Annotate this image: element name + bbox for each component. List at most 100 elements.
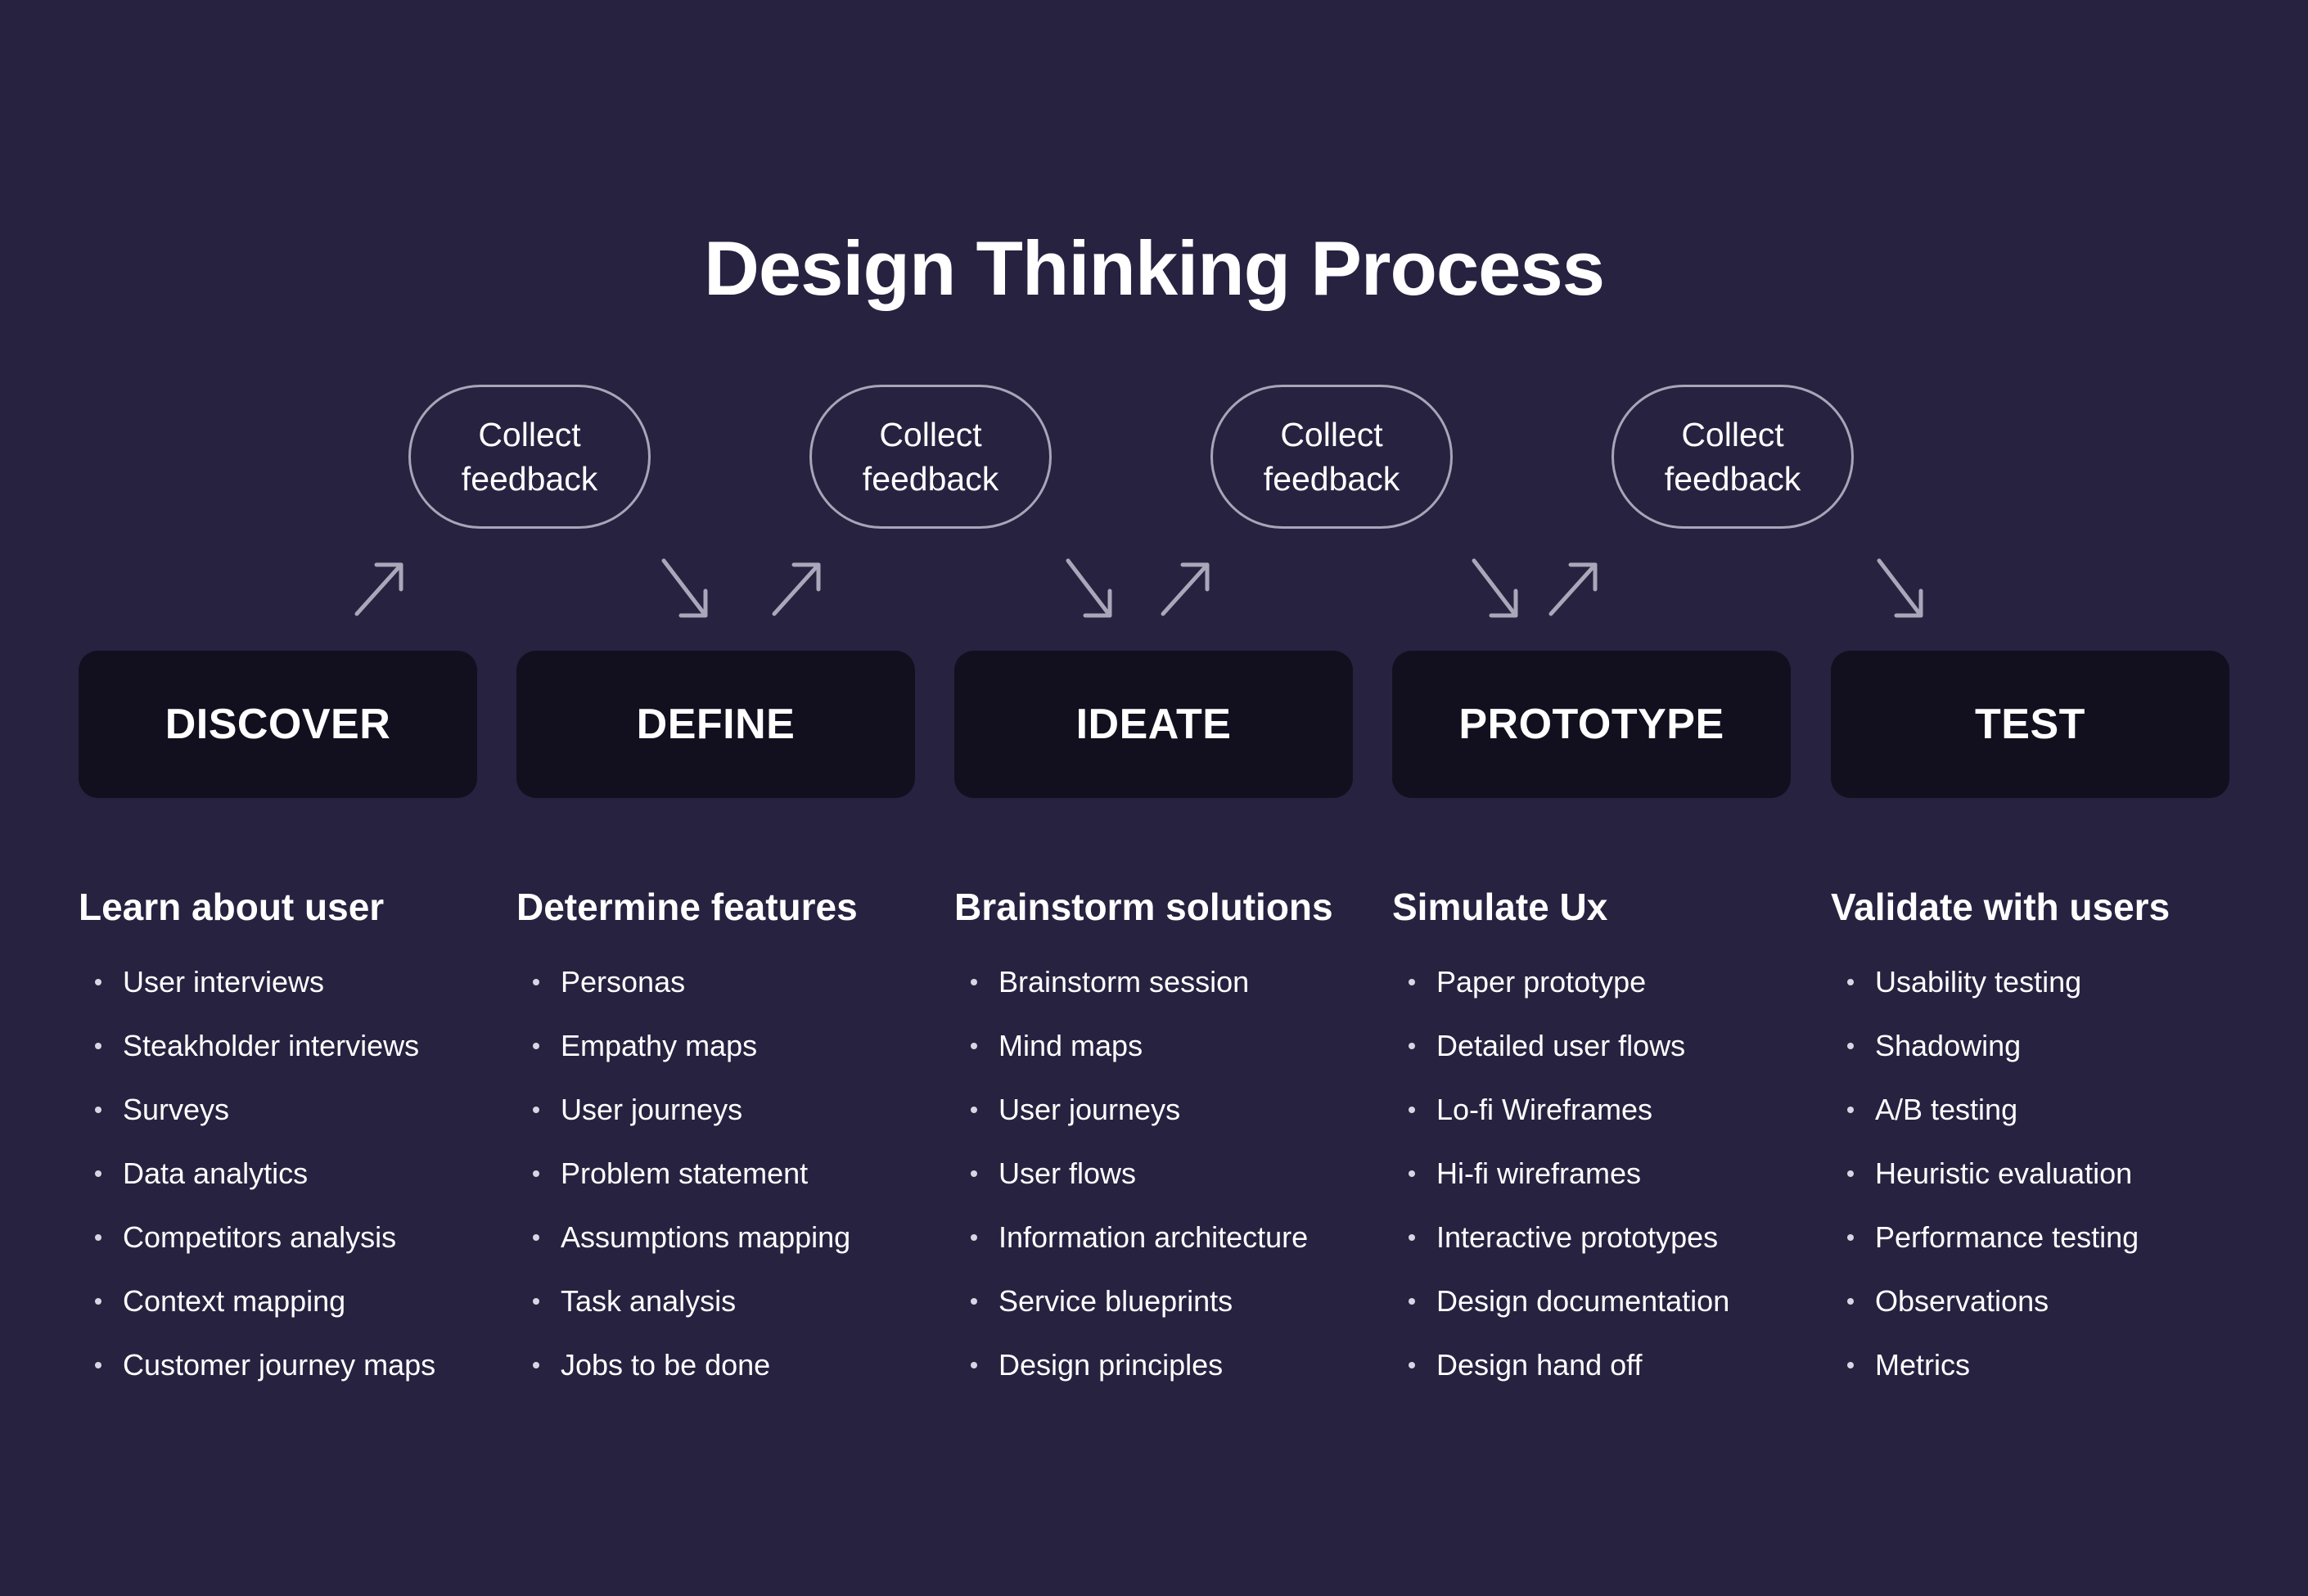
list-item-label: Brainstorm session <box>998 965 1250 999</box>
column-heading: Learn about user <box>79 886 385 928</box>
list-item: Hi-fi wireframes <box>1392 1142 1818 1206</box>
feedback-line-1: Collect <box>1681 416 1784 453</box>
bullet-icon <box>1409 1107 1415 1113</box>
bullet-icon <box>1847 1170 1854 1177</box>
list-item-label: Hi-fi wireframes <box>1436 1156 1642 1190</box>
list-item: A/B testing <box>1831 1078 2256 1142</box>
list-item-label: Observations <box>1875 1284 2049 1318</box>
list-item-label: Metrics <box>1875 1348 1970 1382</box>
column-prototype: Simulate Ux Paper prototype Detailed use… <box>1392 880 1818 1397</box>
arrow-down-right-icon <box>661 558 708 618</box>
list-item: Shadowing <box>1831 1014 2256 1078</box>
arrow-up-right-icon <box>772 562 821 616</box>
bullet-icon <box>971 1234 977 1241</box>
list-item: Lo-fi Wireframes <box>1392 1078 1818 1142</box>
list-item: Steakholder interviews <box>79 1014 504 1078</box>
list-item: Empathy maps <box>516 1014 942 1078</box>
bullet-icon <box>1847 1107 1854 1113</box>
list-item: Surveys <box>79 1078 504 1142</box>
bullet-icon <box>971 1170 977 1177</box>
bullet-icon <box>95 1298 101 1305</box>
list-item-label: Design documentation <box>1436 1284 1730 1318</box>
activity-list: Personas Empathy maps User journeys Prob… <box>516 950 942 1397</box>
list-item-label: Shadowing <box>1875 1029 2022 1062</box>
list-item-label: A/B testing <box>1875 1093 2018 1126</box>
bullet-icon <box>1409 1170 1415 1177</box>
stage-test: TEST <box>1831 651 2229 798</box>
column-define: Determine features Personas Empathy maps… <box>516 880 942 1397</box>
stage-ideate: IDEATE <box>954 651 1353 798</box>
feedback-line-2: feedback <box>1664 460 1801 498</box>
bullet-icon <box>1409 1043 1415 1049</box>
list-item: Performance testing <box>1831 1206 2256 1269</box>
list-item-label: User journeys <box>998 1093 1181 1126</box>
list-item-label: User journeys <box>561 1093 743 1126</box>
list-item: Mind maps <box>954 1014 1380 1078</box>
bullet-icon <box>1847 1043 1854 1049</box>
list-item: Metrics <box>1831 1333 2256 1397</box>
arrow-down-right-icon <box>1066 558 1112 618</box>
bullet-icon <box>533 1298 539 1305</box>
column-ideate: Brainstorm solutions Brainstorm session … <box>954 880 1380 1397</box>
bullet-icon <box>95 1362 101 1368</box>
bullet-icon <box>971 1043 977 1049</box>
feedback-line-1: Collect <box>478 416 581 453</box>
feedback-pill-4: Collect feedback <box>1612 385 1854 529</box>
list-item-label: Customer journey maps <box>123 1348 436 1382</box>
column-test: Validate with users Usability testing Sh… <box>1831 880 2256 1397</box>
bullet-icon <box>971 979 977 985</box>
feedback-line-1: Collect <box>879 416 982 453</box>
list-item: Interactive prototypes <box>1392 1206 1818 1269</box>
list-item: Observations <box>1831 1269 2256 1333</box>
list-item: Personas <box>516 950 942 1014</box>
list-item: Detailed user flows <box>1392 1014 1818 1078</box>
list-item-label: Personas <box>561 965 686 999</box>
list-item-label: Interactive prototypes <box>1436 1220 1719 1254</box>
list-item-label: Performance testing <box>1875 1220 2139 1254</box>
bullet-icon <box>533 1362 539 1368</box>
list-item-label: Information architecture <box>998 1220 1309 1254</box>
list-item: User interviews <box>79 950 504 1014</box>
bullet-icon <box>971 1298 977 1305</box>
list-item-label: User interviews <box>123 965 325 999</box>
list-item-label: Jobs to be done <box>561 1348 771 1382</box>
list-item-label: Problem statement <box>561 1156 809 1190</box>
list-item-label: Steakholder interviews <box>123 1029 420 1062</box>
list-item-label: Heuristic evaluation <box>1875 1156 2133 1190</box>
list-item: Heuristic evaluation <box>1831 1142 2256 1206</box>
list-item-label: Mind maps <box>998 1029 1143 1062</box>
arrow-up-right-icon <box>354 562 403 616</box>
bullet-icon <box>95 1107 101 1113</box>
bullet-icon <box>533 1234 539 1241</box>
stage-discover: DISCOVER <box>79 651 477 798</box>
list-item: Task analysis <box>516 1269 942 1333</box>
stage-define: DEFINE <box>516 651 915 798</box>
list-item: Problem statement <box>516 1142 942 1206</box>
list-item-label: Task analysis <box>561 1284 737 1318</box>
list-item-label: Empathy maps <box>561 1029 758 1062</box>
bullet-icon <box>1409 979 1415 985</box>
list-item: Design principles <box>954 1333 1380 1397</box>
activity-list: Paper prototype Detailed user flows Lo-f… <box>1392 950 1818 1397</box>
column-heading: Brainstorm solutions <box>954 886 1333 928</box>
list-item-label: Paper prototype <box>1436 965 1647 999</box>
feedback-line-2: feedback <box>1263 460 1400 498</box>
bullet-icon <box>95 1170 101 1177</box>
list-item-label: Context mapping <box>123 1284 346 1318</box>
bullet-icon <box>95 979 101 985</box>
bullet-icon <box>533 1170 539 1177</box>
list-item: Design documentation <box>1392 1269 1818 1333</box>
list-item: Usability testing <box>1831 950 2256 1014</box>
feedback-line-2: feedback <box>461 460 598 498</box>
bullet-icon <box>95 1043 101 1049</box>
feedback-pill-1: Collect feedback <box>408 385 651 529</box>
arrow-up-right-icon <box>1161 562 1210 616</box>
list-item-label: Competitors analysis <box>123 1220 397 1254</box>
bullet-icon <box>1847 979 1854 985</box>
column-heading: Validate with users <box>1831 886 2171 928</box>
list-item: User journeys <box>954 1078 1380 1142</box>
list-item: Assumptions mapping <box>516 1206 942 1269</box>
list-item: Data analytics <box>79 1142 504 1206</box>
list-item: Information architecture <box>954 1206 1380 1269</box>
